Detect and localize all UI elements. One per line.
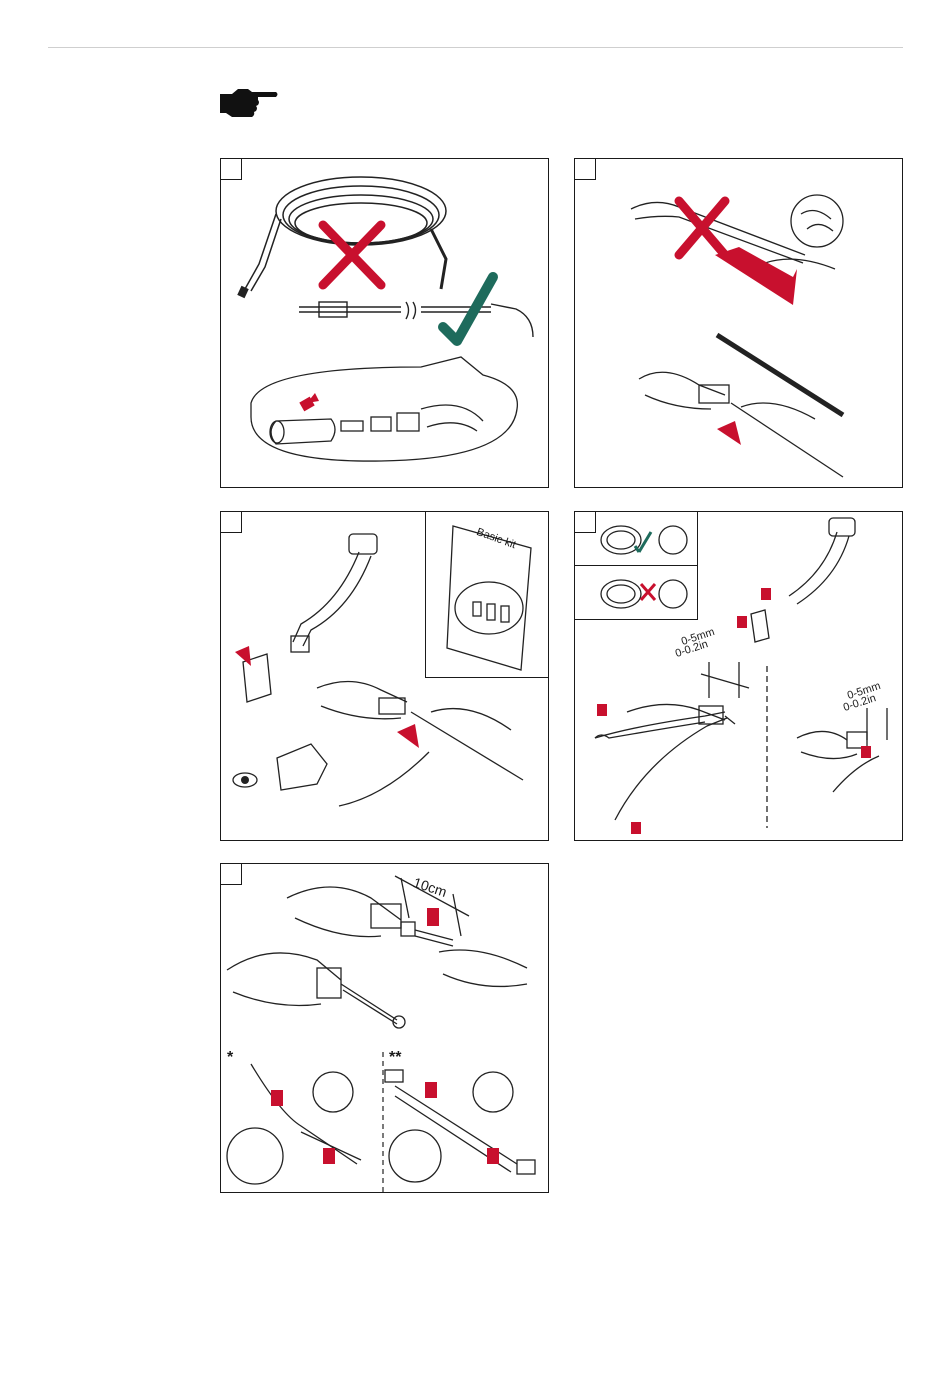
panel-step-1	[220, 158, 549, 488]
liner-removal-illustration	[575, 159, 903, 488]
header-divider	[48, 47, 903, 48]
panel-step-2	[574, 158, 903, 488]
pointing-hand-icon	[218, 86, 280, 120]
liner-insert-illustration	[221, 864, 549, 1193]
incorrect-cross-icon	[679, 201, 725, 255]
variant-a-marker: *	[227, 1050, 233, 1066]
panel-step-4: 0-5mm 0-0.2in 0-5mm 0-0.2in	[574, 511, 903, 841]
variant-b-marker: **	[389, 1050, 401, 1066]
torch-neck-illustration	[221, 512, 549, 841]
torch-hosepack-illustration	[221, 159, 549, 488]
incorrect-cross-icon	[323, 225, 381, 285]
incorrect-cross-icon	[641, 584, 655, 600]
eye-icon	[241, 776, 249, 784]
panel-step-5: 10cm * **	[220, 863, 549, 1193]
correct-check-icon	[443, 277, 493, 341]
panel-step-3: Basic kit	[220, 511, 549, 841]
liner-cut-illustration	[575, 512, 903, 841]
